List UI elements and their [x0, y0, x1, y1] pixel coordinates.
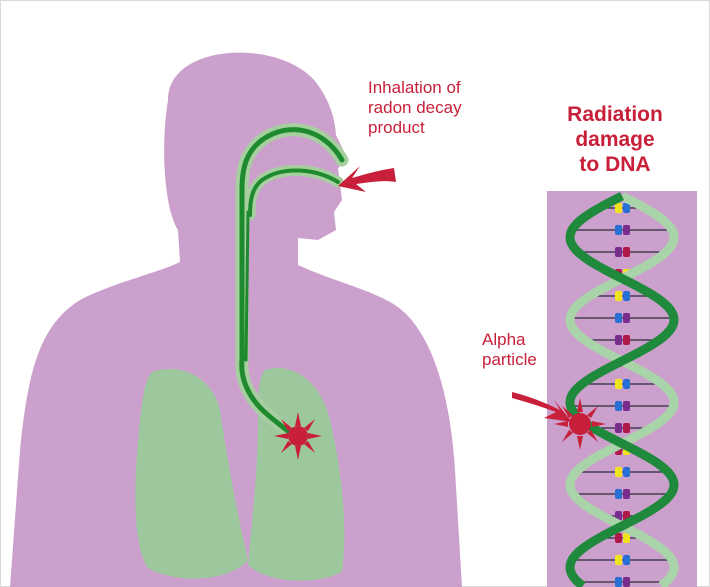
dna-base-block	[623, 533, 630, 543]
dna-strand	[565, 191, 679, 587]
dna-base-block	[615, 489, 622, 499]
dna-base-block	[615, 379, 622, 389]
dna-base-block	[623, 225, 630, 235]
title-line: Radiation	[567, 103, 663, 126]
dna-base-block	[615, 335, 622, 345]
left-lung	[135, 368, 248, 579]
dna-strand	[565, 191, 679, 587]
dna-base-block	[615, 467, 622, 477]
inhalation-label-line: radon decay	[368, 98, 462, 118]
title-line: to DNA	[579, 152, 651, 176]
dna-base-block	[615, 423, 622, 433]
inhalation-label-line: Inhalation of	[368, 78, 461, 97]
dna-helix	[565, 191, 679, 587]
dna-base-block	[615, 313, 622, 323]
inhalation-label-line: product	[368, 118, 425, 138]
dna-base-block	[623, 555, 630, 565]
dna-base-block	[623, 335, 630, 345]
red-arrow-icon	[338, 166, 396, 192]
dna-base-block	[623, 423, 630, 433]
alpha-particle-label: Alpha particle	[482, 330, 562, 370]
dna-base-block	[615, 225, 622, 235]
alpha-label-line: Alpha	[482, 330, 526, 349]
diagram-title: Radiation damage to DNA	[545, 103, 685, 177]
dna-base-block	[615, 247, 622, 257]
dna-base-block	[623, 401, 630, 411]
dna-base-block	[623, 247, 630, 257]
dna-base-block	[623, 379, 630, 389]
dna-base-block	[615, 577, 622, 587]
dna-base-block	[623, 291, 630, 301]
alpha-burst-icon	[554, 398, 606, 450]
dna-base-block	[615, 533, 622, 543]
dna-base-block	[615, 401, 622, 411]
alpha-burst-icon	[274, 412, 322, 460]
inhalation-label: Inhalation of radon decay product	[368, 78, 518, 138]
dna-base-block	[623, 489, 630, 499]
red-arrow-icon	[512, 392, 572, 422]
dna-base-block	[623, 313, 630, 323]
title-line: damage	[575, 127, 655, 151]
dna-base-block	[623, 577, 630, 587]
dna-base-block	[615, 291, 622, 301]
alpha-label-line: particle	[482, 350, 537, 370]
dna-base-block	[615, 555, 622, 565]
airway-passages	[235, 123, 349, 441]
dna-base-block	[623, 467, 630, 477]
dna-base-block	[623, 203, 630, 213]
dna-base-block	[615, 203, 622, 213]
